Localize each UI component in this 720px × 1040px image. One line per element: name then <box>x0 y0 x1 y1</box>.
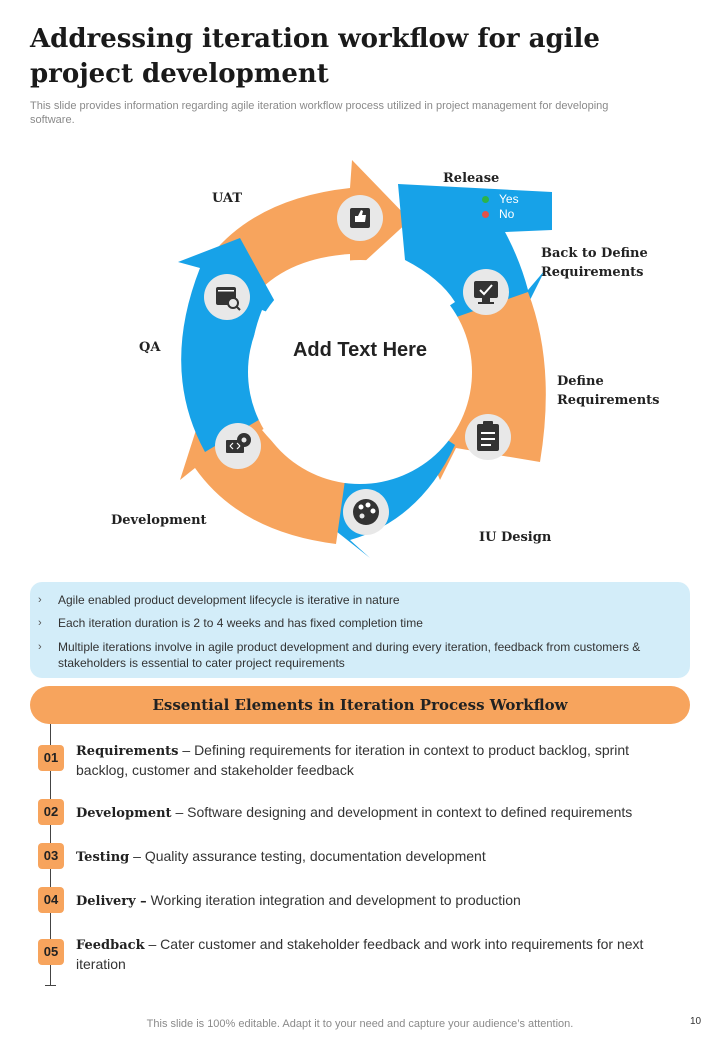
step-description: Quality assurance testing, documentation… <box>144 848 486 864</box>
center-circle <box>248 260 472 484</box>
step-text: Testing – Quality assurance testing, doc… <box>76 848 486 865</box>
step-text: Requirements – Defining requirements for… <box>76 742 630 778</box>
release-legend: Yes No <box>462 192 552 230</box>
info-box: › Agile enabled product development life… <box>30 582 690 678</box>
segment-qa <box>178 238 284 452</box>
step-text: Delivery – Working iteration integration… <box>76 891 666 911</box>
step-description: Working iteration integration and develo… <box>150 892 521 908</box>
step-number: 02 <box>38 799 64 825</box>
label-release: Release <box>443 171 500 186</box>
step-number: 04 <box>38 887 64 913</box>
center-text: Add Text Here <box>292 339 428 361</box>
no-dot-icon <box>482 211 489 218</box>
section-banner: Essential Elements in Iteration Process … <box>30 686 690 724</box>
chevron-right-icon: › <box>38 617 42 629</box>
chevron-right-icon: › <box>38 641 42 653</box>
legend-yes: Yes <box>462 192 552 207</box>
gear-code-icon <box>215 423 261 469</box>
page-subtitle: This slide provides information regardin… <box>30 100 609 126</box>
iteration-cycle-diagram: Add Text Here Yes No Release Back to Def… <box>0 150 720 580</box>
palette-icon <box>343 489 389 535</box>
label-development: Development <box>111 513 207 528</box>
step-title: Testing <box>76 850 130 865</box>
step-description: Software designing and development in co… <box>187 804 633 820</box>
page-number: 10 <box>690 1016 702 1027</box>
yes-dot-icon <box>482 196 489 203</box>
step-title: Delivery – <box>76 894 147 909</box>
step-description: Cater customer and stakeholder feedback … <box>76 936 644 972</box>
segment-uat <box>212 160 410 292</box>
chevron-right-icon: › <box>38 594 42 606</box>
label-iu-design: IU Design <box>479 530 552 545</box>
monitor-check-icon <box>463 269 509 315</box>
step-title: Development <box>76 806 172 821</box>
label-qa: QA <box>139 340 161 355</box>
step-number: 03 <box>38 843 64 869</box>
step-number: 01 <box>38 745 64 771</box>
step-title: Feedback <box>76 938 145 953</box>
timeline-end-cap <box>45 985 56 986</box>
page-title: Addressing iteration workflow for agile … <box>30 24 600 89</box>
step-description: Defining requirements for iteration in c… <box>76 742 630 778</box>
footer-note: This slide is 100% editable. Adapt it to… <box>146 1018 574 1030</box>
thumbs-up-icon <box>337 195 383 241</box>
legend-yes-label: Yes <box>499 192 519 206</box>
label-uat: UAT <box>212 191 242 206</box>
step-number: 05 <box>38 939 64 965</box>
step-text: Feedback – Cater customer and stakeholde… <box>76 936 644 972</box>
label-define-requirements: Define Requirements <box>557 374 660 408</box>
clipboard-icon <box>465 414 511 460</box>
legend-no: No <box>462 207 552 222</box>
step-text: Development – Software designing and dev… <box>76 804 633 821</box>
legend-no-label: No <box>499 207 515 221</box>
cycle-graphic <box>178 160 552 558</box>
search-window-icon <box>204 274 250 320</box>
step-title: Requirements <box>76 744 179 759</box>
label-back-to-define: Back to Define Requirements <box>541 246 648 280</box>
